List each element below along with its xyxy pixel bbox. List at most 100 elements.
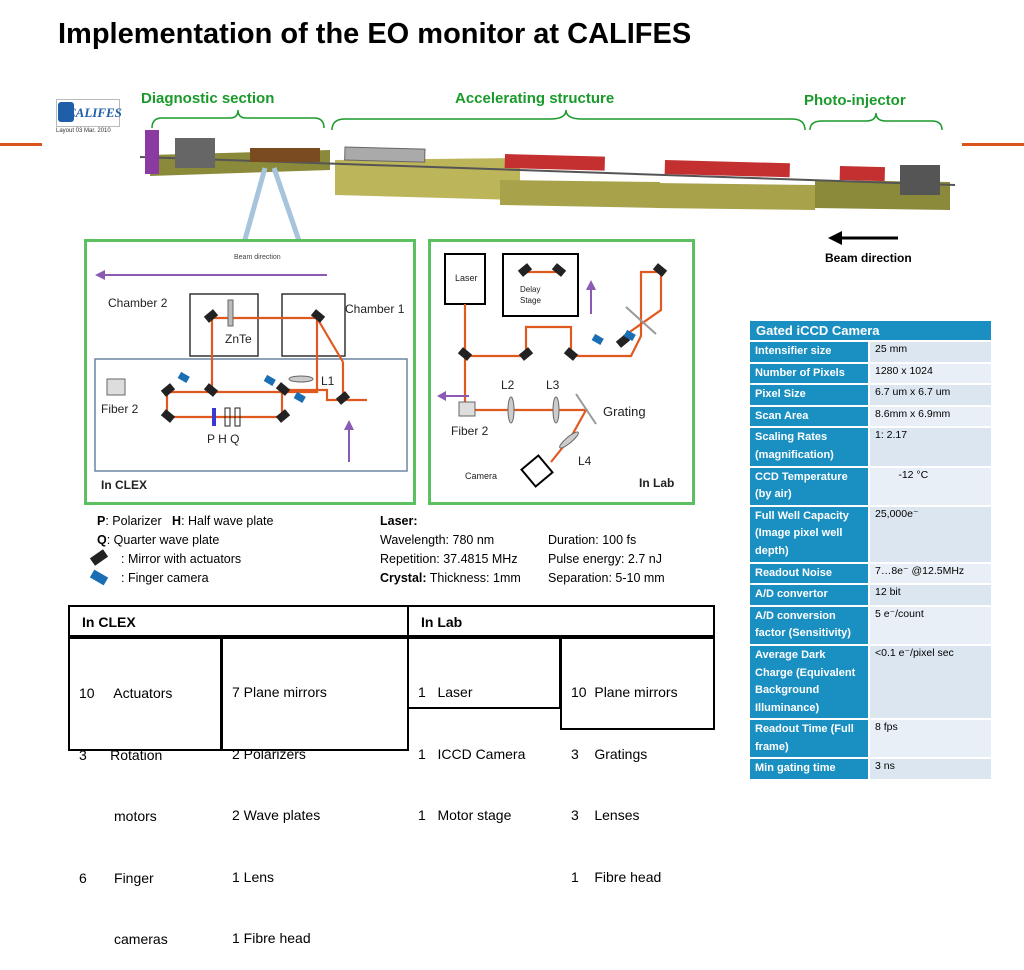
- list-item: 2 Wave plates: [232, 807, 321, 823]
- legend-q-text: : Quarter wave plate: [106, 533, 220, 547]
- l3-label: L3: [546, 378, 560, 392]
- lab-fibre-head: [458, 401, 476, 417]
- crystal-separation: Separation: 5-10 mm: [548, 571, 665, 585]
- list-item: 2 Polarizers: [232, 745, 306, 762]
- delay-stage-label: Delay Stage: [520, 285, 541, 305]
- clex-up-arrowhead: [344, 420, 354, 430]
- spec-value: 1280 x 1024: [868, 361, 993, 386]
- accelerating-brace: [331, 109, 806, 131]
- diagnostic-section-label: Diagnostic section: [141, 90, 275, 107]
- clex-footer: In CLEX: [101, 478, 148, 492]
- table-row: Full Well Capacity (Image pixel well dep…: [748, 504, 993, 564]
- clex-inventory-left-list: 10 Actuators 3 Rotation motors 6 Finger …: [79, 642, 172, 970]
- znte-crystal: [227, 299, 234, 327]
- clex-optics-drawing: [94, 270, 408, 472]
- spec-key: Scaling Rates (magnification): [748, 426, 870, 468]
- lab-fiber2-label: Fiber 2: [451, 424, 489, 438]
- lab-laser-path-2: [463, 356, 588, 463]
- clex-mirrors: [160, 309, 351, 423]
- camera-table-header: Gated iCCD Camera: [748, 319, 993, 342]
- lab-inventory-header: In Lab: [421, 614, 463, 630]
- beam-arrowhead: [828, 231, 842, 245]
- beam-direction-label: Beam direction: [825, 251, 912, 265]
- spec-value: -12 °C: [868, 465, 993, 507]
- spec-value: 12 bit: [868, 583, 993, 607]
- logo-subtext: Layout 03 Mar. 2010: [56, 128, 111, 134]
- polarizer-p: [212, 408, 216, 426]
- chamber2-label: Chamber 2: [108, 296, 168, 310]
- list-item: motors: [79, 808, 157, 824]
- lens-l2: [507, 396, 515, 424]
- lens-l3: [552, 396, 560, 424]
- plate-q: [234, 407, 241, 427]
- clex-laser-path: [165, 316, 367, 419]
- list-item: 1 Fibre head: [571, 868, 662, 885]
- list-item: 3 Gratings: [571, 745, 648, 762]
- spec-value: 7…8e⁻ @12.5MHz: [868, 561, 993, 586]
- spec-key: Average Dark Charge (Equivalent Backgrou…: [748, 643, 870, 721]
- diagnostic-chamber: [250, 148, 320, 162]
- crystal-key: Crystal:: [380, 571, 427, 585]
- accel-structure-2: [664, 160, 790, 178]
- grating-label: Grating: [603, 404, 646, 419]
- legend-h-key: H: [172, 514, 182, 528]
- list-item: cameras: [79, 931, 168, 947]
- list-item: 3 Rotation: [79, 746, 163, 763]
- clex-inventory-header: In CLEX: [82, 614, 136, 630]
- list-item: 10 Actuators: [79, 685, 173, 701]
- diagnostic-brace: [151, 109, 325, 129]
- chamber1-label: Chamber 1: [345, 302, 405, 316]
- legend-h-text: : Half wave plate: [181, 514, 274, 528]
- l4-label: L4: [578, 454, 592, 468]
- spec-value: <0.1 e⁻/pixel sec: [868, 643, 993, 721]
- clex-panel: Beam direction Chamber 2 Chamber 1 ZnTe …: [84, 239, 416, 505]
- lens-l4: [559, 431, 579, 449]
- spec-key: Min gating time: [748, 757, 870, 782]
- clex-finger-cameras: [177, 371, 306, 403]
- list-item: 6 Finger: [79, 869, 154, 886]
- lab-panel: Laser Delay Stage L2 L3 Grating Fiber 2 …: [428, 239, 695, 505]
- clex-inventory-right-box: [221, 637, 409, 751]
- clex-inventory-left-box: [68, 637, 222, 751]
- camera-box: [520, 454, 554, 488]
- spec-value: 8 fps: [868, 718, 993, 760]
- accelerating-structure-label: Accelerating structure: [455, 90, 615, 107]
- list-item: 1 Laser: [418, 684, 473, 700]
- legend-finger-text: : Finger camera: [121, 571, 209, 585]
- clex-inventory-header-box: In CLEX: [68, 605, 409, 637]
- photoinjector-brace: [809, 112, 943, 131]
- list-item: 10 Plane mirrors: [571, 684, 678, 700]
- lab-optics-drawing: [437, 253, 668, 488]
- diagnostic-magnet: [145, 130, 159, 174]
- lab-left-arrowhead: [437, 391, 446, 401]
- girder-2: [500, 180, 660, 208]
- lab-inventory-right-box: [560, 637, 715, 730]
- spec-key: Readout Noise: [748, 561, 870, 586]
- laser-label: Laser: [455, 273, 478, 283]
- clex-fibre-head: [106, 378, 126, 396]
- lens-l1: [288, 375, 314, 383]
- califes-logo: CALIFES Layout 03 Mar. 2010: [56, 99, 122, 135]
- lab-inventory-left-box: [407, 637, 561, 709]
- spec-value: 1: 2.17: [868, 426, 993, 468]
- laser-repetition: Repetition: 37.4815 MHz: [380, 552, 518, 566]
- accel-structure-3: [839, 166, 885, 182]
- spec-value: 5 e⁻/count: [868, 604, 993, 646]
- table-row: Average Dark Charge (Equivalent Backgrou…: [748, 643, 993, 721]
- spec-key: Scan Area: [748, 404, 870, 429]
- spec-value: 25,000e⁻: [868, 504, 993, 564]
- chamber2-box: [189, 293, 259, 357]
- laser-duration: Duration: 100 fs: [548, 533, 637, 547]
- spec-key: Intensifier size: [748, 340, 870, 364]
- list-item: 3 Lenses: [571, 807, 640, 823]
- delay-stage-box: [502, 253, 579, 317]
- spec-key: A/D conversion factor (Sensitivity): [748, 604, 870, 646]
- legend-q-key: Q: [97, 533, 107, 547]
- lab-finger-cameras: [591, 329, 636, 345]
